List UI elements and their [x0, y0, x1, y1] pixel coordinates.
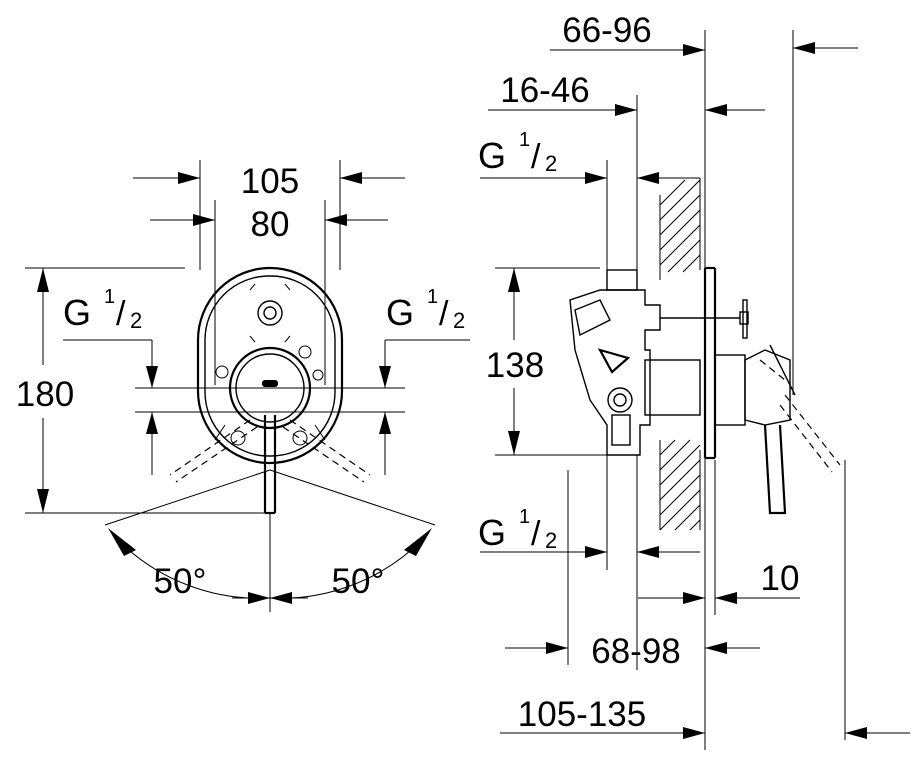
- g-thread-numerator: 1: [104, 286, 115, 308]
- g-thread-denominator: 2: [545, 528, 557, 553]
- angle-dimensions: 50° 50°: [104, 469, 436, 604]
- dimension-16-46-label: 16-46: [500, 71, 590, 110]
- side-top-port-label: G 1 / 2: [478, 129, 700, 270]
- dimension-66-96: 66-96: [550, 11, 858, 56]
- dimension-66-96-label: 66-96: [562, 11, 652, 50]
- g-thread-letter: G: [478, 135, 506, 176]
- angle-right-label: 50°: [332, 562, 385, 601]
- mounting-plate: [703, 266, 796, 460]
- valve-body-detail: [214, 283, 326, 446]
- side-bottom-port-label: G 1 / 2: [478, 455, 700, 670]
- g-thread-numerator: 1: [519, 506, 530, 528]
- dimension-68-98-label: 68-98: [591, 632, 681, 671]
- dimension-138: 138: [486, 267, 640, 456]
- dimension-80: 80: [150, 200, 388, 385]
- g-thread-slash: /: [439, 295, 449, 333]
- indicator-icon: [262, 380, 278, 387]
- g-thread-denominator: 2: [545, 151, 557, 176]
- dimension-105-135: 105-135: [500, 695, 910, 739]
- concealed-valve-body: [569, 269, 749, 456]
- g-thread-slash: /: [531, 138, 541, 176]
- dimension-16-46: 16-46: [488, 71, 765, 116]
- g-thread-denominator: 2: [130, 308, 142, 333]
- g-thread-slash: /: [116, 295, 126, 333]
- wall-section: [659, 178, 701, 531]
- handle-hub: [228, 346, 312, 430]
- angle-left-label: 50°: [154, 562, 207, 601]
- dimension-105: 105: [133, 160, 405, 270]
- dimension-105-label: 105: [241, 162, 299, 201]
- dimension-105-135-label: 105-135: [518, 695, 646, 734]
- g-thread-letter: G: [63, 292, 91, 333]
- front-left-port-label: G 1 / 2: [63, 286, 158, 475]
- dimension-10-label: 10: [761, 559, 800, 598]
- dimension-180: 180: [16, 267, 270, 514]
- front-right-port-label: G 1 / 2: [379, 286, 470, 475]
- g-thread-numerator: 1: [519, 129, 530, 151]
- g-thread-letter: G: [386, 292, 414, 333]
- side-view: 66-96 16-46 G 1 / 2: [478, 11, 910, 750]
- lever-swing-positions: [169, 419, 371, 483]
- g-thread-letter: G: [478, 512, 506, 553]
- dimension-180-label: 180: [16, 375, 74, 414]
- side-lever-handle: [759, 359, 841, 515]
- escutcheon-plate: [196, 266, 344, 465]
- g-thread-denominator: 2: [453, 308, 465, 333]
- front-view: 105 80 180 G 1 / 2: [16, 160, 470, 612]
- dimension-68-98: 68-98: [505, 470, 760, 671]
- dimension-10: 10: [638, 460, 800, 615]
- dimension-80-label: 80: [251, 205, 290, 244]
- g-thread-numerator: 1: [427, 286, 438, 308]
- dimension-138-label: 138: [486, 346, 544, 385]
- g-thread-slash: /: [531, 515, 541, 553]
